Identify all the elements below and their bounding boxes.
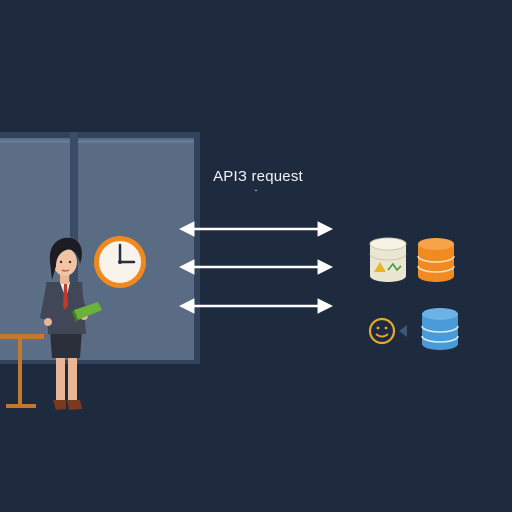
database-cream-icon — [369, 237, 407, 282]
wall-clock-icon — [94, 236, 146, 288]
request-sublabel: - — [254, 185, 258, 195]
person-with-book-icon — [40, 237, 102, 410]
request-label: APIЗ request — [213, 168, 303, 185]
database-orange-icon — [417, 238, 455, 282]
request-arrows — [178, 221, 334, 314]
smiley-face-icon — [368, 317, 396, 345]
pointer-triangle-icon — [399, 325, 407, 337]
database-blue-icon — [421, 308, 459, 350]
table-icon — [0, 334, 44, 408]
